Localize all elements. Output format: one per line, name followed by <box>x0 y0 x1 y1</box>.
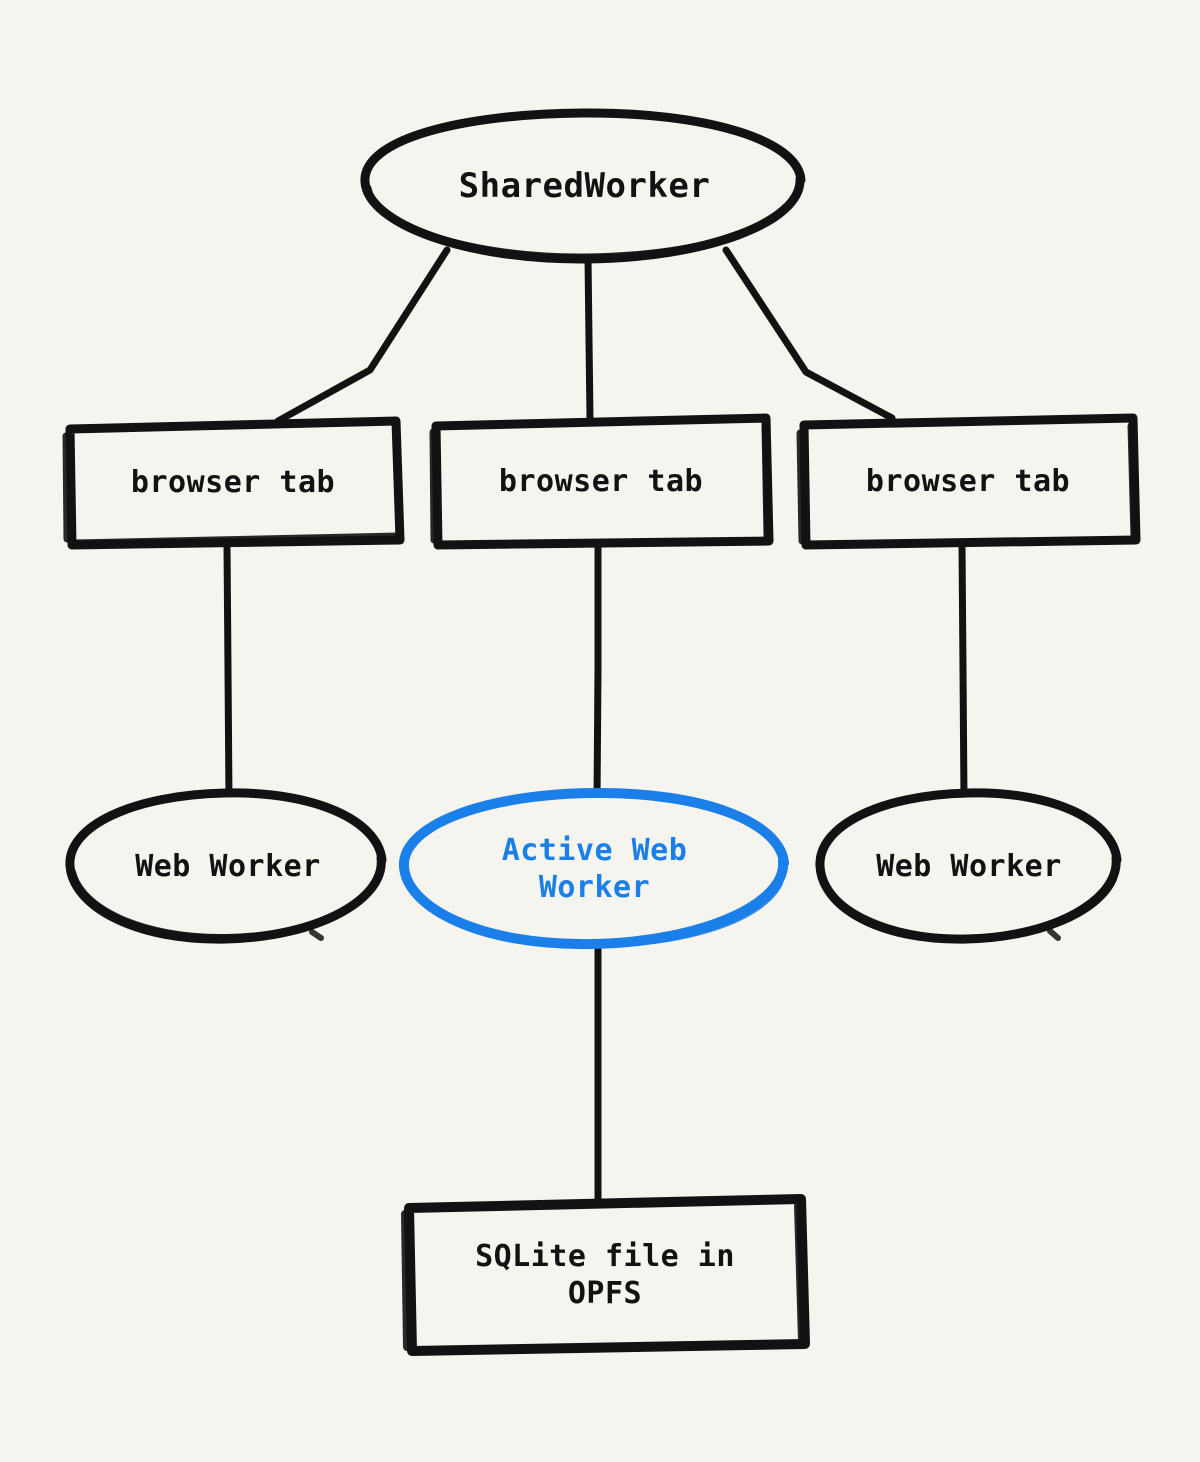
node-shape-layer <box>62 108 1141 1356</box>
edge-sharedworker-tab-right <box>722 246 896 422</box>
edge-tab-center-active <box>593 541 602 804</box>
edge-sharedworker-tab-center <box>584 253 594 422</box>
edge-sharedworker-tab-left <box>274 246 451 425</box>
node-shape-browser-tab-right[interactable] <box>796 413 1141 550</box>
edge-tab-right-worker-right <box>958 541 968 804</box>
node-shape-browser-tab-center[interactable] <box>429 413 774 550</box>
node-shape-active-web-worker[interactable] <box>398 787 789 950</box>
edge-tab-left-worker-left <box>223 541 233 804</box>
edge-layer <box>223 246 968 1203</box>
node-shape-web-worker-left[interactable] <box>65 788 387 944</box>
node-shape-shared-worker[interactable] <box>360 108 806 264</box>
node-shape-sqlite-opfs[interactable] <box>401 1194 810 1356</box>
node-shape-web-worker-right[interactable] <box>815 788 1122 944</box>
node-shape-browser-tab-left[interactable] <box>62 416 405 550</box>
